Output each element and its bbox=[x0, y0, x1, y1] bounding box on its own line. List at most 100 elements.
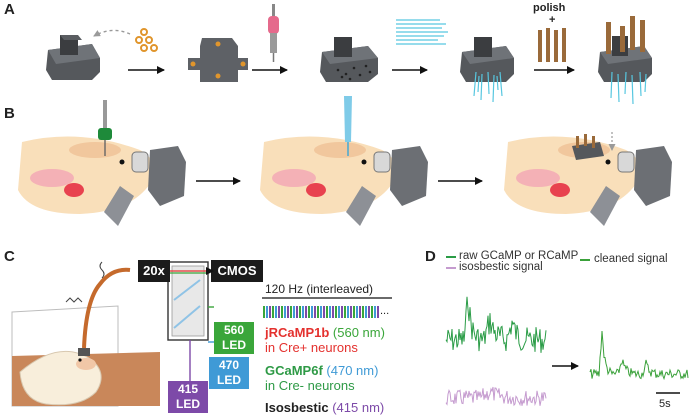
frame-bar bbox=[338, 306, 340, 318]
frame-bar bbox=[302, 306, 304, 318]
frame-bar bbox=[269, 306, 271, 318]
frame-bar bbox=[359, 306, 361, 318]
frame-bar bbox=[353, 306, 355, 318]
frame-bar bbox=[299, 306, 301, 318]
raw-signal-trace bbox=[445, 296, 547, 353]
patch-cord-icon bbox=[82, 267, 131, 349]
indicator-jrcamp-name: jRCaMP1b bbox=[265, 325, 330, 340]
frame-bar bbox=[320, 306, 322, 318]
indicator-jrcamp-wavelength: (560 nm) bbox=[332, 325, 385, 340]
drill-icon bbox=[268, 4, 279, 62]
panel-label-d: D bbox=[425, 248, 436, 265]
frame-bar bbox=[317, 306, 319, 318]
scale-bar-label: 5s bbox=[659, 398, 671, 410]
indicator-jrcamp-line: jRCaMP1b (560 nm) bbox=[265, 326, 385, 339]
panel-label-b: B bbox=[4, 105, 15, 122]
indicator-gcamp-name: GCaMP6f bbox=[265, 363, 323, 378]
frame-bar bbox=[278, 306, 280, 318]
led-415-unit: LED bbox=[176, 397, 200, 411]
interleaved-frames bbox=[263, 306, 379, 318]
plus-label: + bbox=[549, 14, 556, 26]
fiber-block-icon bbox=[460, 37, 514, 103]
indicator-isosbestic-wavelength: (415 nm) bbox=[332, 400, 385, 415]
indicator-isosbestic-name: Isosbestic bbox=[265, 400, 329, 415]
fibers-icon bbox=[396, 19, 448, 45]
frame-bar bbox=[305, 306, 307, 318]
fiber-cannula-icon bbox=[344, 96, 352, 156]
behavior-box-icon bbox=[11, 305, 160, 407]
frame-bar bbox=[356, 306, 358, 318]
led-415-value: 415 bbox=[177, 382, 199, 396]
frame-bar bbox=[362, 306, 364, 318]
frame-bar bbox=[275, 306, 277, 318]
frame-bar bbox=[335, 306, 337, 318]
optics-assembly-icon bbox=[150, 261, 214, 389]
frame-bar bbox=[290, 306, 292, 318]
frame-bar bbox=[371, 306, 373, 318]
frame-bar bbox=[326, 306, 328, 318]
drilled-block-icon bbox=[320, 37, 378, 82]
indicator-gcamp-line: GCaMP6f (470 nm) bbox=[265, 364, 378, 377]
panel-c-graphic bbox=[11, 260, 392, 413]
polish-rods-icon bbox=[538, 28, 566, 62]
syringe-icon bbox=[98, 100, 112, 156]
panel-label-a: A bbox=[4, 1, 15, 18]
frame-bar bbox=[350, 306, 352, 318]
frame-bar bbox=[341, 306, 343, 318]
led-560-unit: LED bbox=[222, 338, 246, 352]
panel-a-graphic bbox=[46, 4, 652, 105]
ellipsis-label: ... bbox=[380, 305, 390, 317]
frame-bar bbox=[308, 306, 310, 318]
zigzag-icon bbox=[65, 297, 83, 303]
camera-label: CMOS bbox=[217, 263, 257, 278]
objective-label: 20x bbox=[143, 263, 165, 278]
legend-cleaned-label: cleaned signal bbox=[594, 253, 668, 265]
frame-bar bbox=[272, 306, 274, 318]
isosbestic-signal-trace bbox=[445, 386, 547, 407]
indicator-isosbestic-line: Isosbestic (415 nm) bbox=[265, 401, 384, 414]
indicator-jrcamp-target: in Cre+ neurons bbox=[265, 340, 358, 355]
panel-b-graphic bbox=[18, 96, 672, 226]
frame-bar bbox=[347, 306, 349, 318]
zigzag-icon bbox=[99, 261, 105, 279]
led-560-value: 560 bbox=[223, 323, 245, 337]
frame-bar bbox=[296, 306, 298, 318]
baseplate-icon bbox=[188, 38, 248, 82]
mouse-head-icon bbox=[260, 136, 428, 226]
indicator-gcamp-target: in Cre- neurons bbox=[265, 378, 355, 393]
mouse-head-icon bbox=[18, 136, 186, 226]
frame-bar bbox=[332, 306, 334, 318]
frame-bar bbox=[377, 306, 379, 318]
frame-bar bbox=[281, 306, 283, 318]
frame-bar bbox=[374, 306, 376, 318]
frame-bar bbox=[284, 306, 286, 318]
headplate-block-icon bbox=[46, 35, 100, 80]
legend-raw-label: raw GCaMP or RCaMP bbox=[459, 250, 579, 262]
frame-bar bbox=[287, 306, 289, 318]
frame-bar bbox=[266, 306, 268, 318]
polish-label: polish bbox=[533, 2, 566, 14]
cleaned-signal-trace bbox=[589, 330, 689, 381]
indicator-gcamp-wavelength: (470 nm) bbox=[326, 363, 379, 378]
screws-icon bbox=[135, 28, 158, 52]
mouse-head-icon bbox=[504, 132, 672, 226]
frame-bar bbox=[263, 306, 265, 318]
led-470-value: 470 bbox=[218, 358, 240, 372]
frame-bar bbox=[323, 306, 325, 318]
frame-bar bbox=[329, 306, 331, 318]
chip-boxes bbox=[138, 260, 263, 413]
frame-bar bbox=[344, 306, 346, 318]
dashed-arrow-icon bbox=[93, 29, 131, 37]
rate-label: 120 Hz (interleaved) bbox=[265, 282, 374, 296]
frame-bar bbox=[311, 306, 313, 318]
panel-label-c: C bbox=[4, 248, 15, 265]
led-470-unit: LED bbox=[217, 373, 241, 387]
frame-bar bbox=[365, 306, 367, 318]
frame-bar bbox=[314, 306, 316, 318]
legend-isosbestic-label: isosbestic signal bbox=[459, 261, 543, 273]
frame-bar bbox=[293, 306, 295, 318]
final-block-icon bbox=[598, 16, 652, 105]
frame-bar bbox=[368, 306, 370, 318]
panel-d-graphic bbox=[445, 256, 689, 407]
